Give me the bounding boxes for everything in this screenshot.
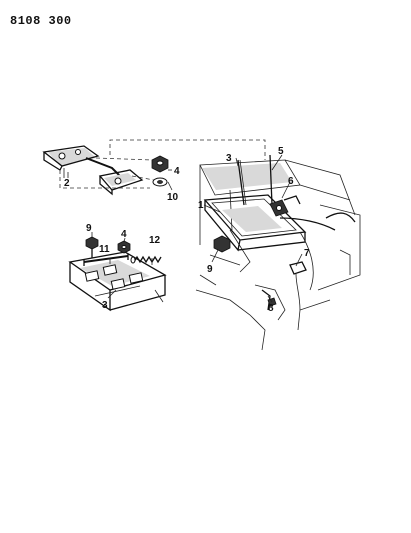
diagram-part-number: 8108 300 (10, 14, 72, 28)
callout-11: 11 (99, 244, 110, 255)
callout-1: 1 (198, 200, 204, 211)
callout-7: 7 (304, 248, 310, 259)
callout-9-left: 9 (86, 223, 92, 234)
callout-labels: 1 2 3 3 4 4 5 6 7 8 9 9 10 11 12 (64, 146, 310, 314)
callout-3-bottom: 3 (102, 300, 108, 311)
bracket-assembly (42, 145, 144, 196)
callout-5: 5 (278, 146, 284, 157)
nut-and-washer (151, 155, 169, 187)
callout-3-top: 3 (226, 153, 232, 164)
engine-compartment (195, 154, 361, 351)
callout-4-bottom: 4 (121, 229, 127, 240)
callout-6: 6 (288, 176, 294, 187)
callout-8: 8 (268, 303, 274, 314)
callout-12: 12 (149, 235, 161, 246)
leader-lines (67, 154, 303, 303)
callout-2: 2 (64, 178, 70, 189)
callout-9-right: 9 (207, 264, 213, 275)
battery-tray-assembly (68, 251, 167, 312)
callout-4-top: 4 (174, 166, 180, 177)
callout-10: 10 (167, 192, 179, 203)
